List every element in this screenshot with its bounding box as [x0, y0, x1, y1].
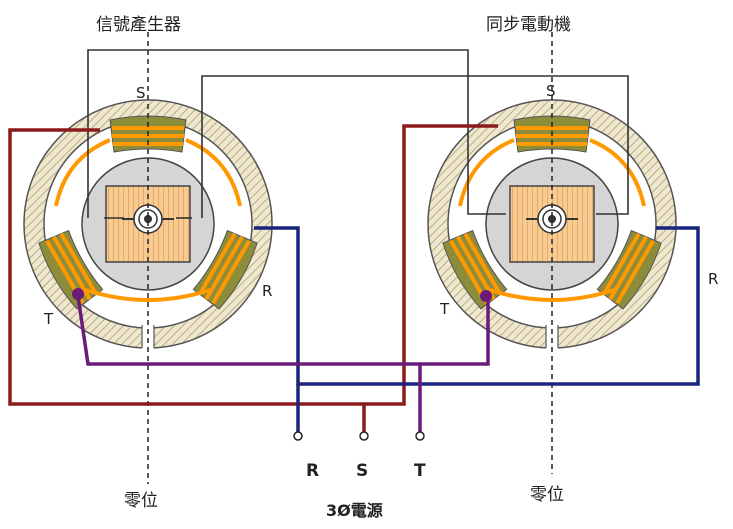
wire-t-phase	[76, 295, 490, 432]
rotor-wires	[87, 49, 629, 219]
title-signal-generator: 信號產生器	[96, 15, 181, 35]
terminal-label-s: S	[356, 461, 368, 481]
terminal-label-r: R	[306, 461, 319, 481]
pole-label-t-left: T	[43, 310, 54, 328]
zero-label-left: 零位	[124, 491, 158, 511]
pole-label-r-right: R	[708, 270, 718, 288]
terminal-r	[293, 431, 303, 441]
t-junction-left	[72, 288, 84, 300]
source-label: 3Ø電源	[326, 501, 383, 520]
pole-label-s-left: S	[136, 84, 146, 102]
pole-label-t-right: T	[439, 300, 450, 318]
zero-label-right: 零位	[530, 485, 564, 505]
wire-s-phase	[8, 124, 498, 432]
pole-label-s-right: S	[546, 82, 556, 100]
pole-label-r-left: R	[262, 282, 272, 300]
t-junction-right	[480, 290, 492, 302]
title-synchronous-motor: 同步電動機	[486, 15, 571, 35]
terminal-t	[415, 431, 425, 441]
terminal-label-t: T	[414, 461, 426, 481]
terminal-s	[359, 431, 369, 441]
wire-r-phase	[254, 226, 700, 432]
